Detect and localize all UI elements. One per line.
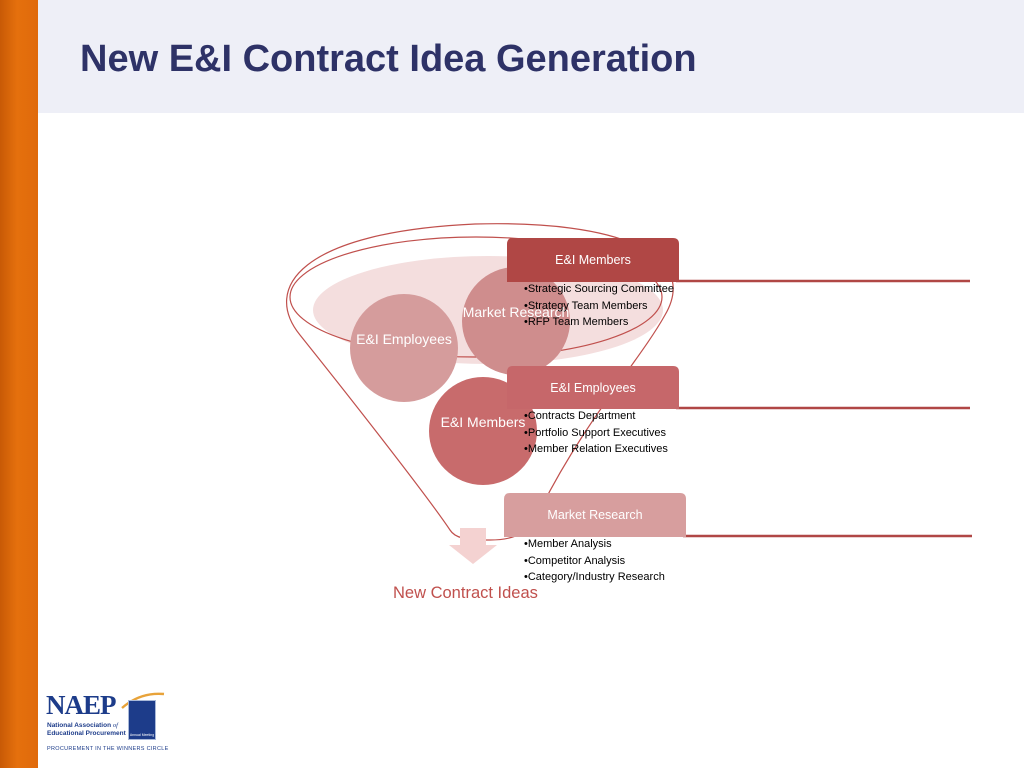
header-box-members [507,238,679,282]
circle-employees [350,294,458,402]
list-item: RFP Team Members [524,314,674,331]
logo-subtitle-of: of [112,722,118,729]
list-item: Strategic Sourcing Committee [524,281,674,298]
logo-subtitle: National Association of Educational Proc… [47,722,127,737]
down-arrow-icon [449,528,497,564]
logo-subtitle-line1: National Association [47,722,112,729]
category-list-employees: Contracts Department Portfolio Support E… [524,408,668,458]
header-box-market [504,493,686,537]
category-list-market-research: Member Analysis Competitor Analysis Cate… [524,536,665,586]
list-item: Member Analysis [524,536,665,553]
swoosh-icon [121,692,165,709]
list-item: Contracts Department [524,408,668,425]
naep-logo: NAEP Annual Meeting National Association… [46,690,169,756]
circle-label-members: E&I Members [440,414,526,430]
logo-badge: Annual Meeting [128,700,156,740]
list-item: Member Relation Executives [524,441,668,458]
list-item: Category/Industry Research [524,569,665,586]
category-header-market-research: Market Research [547,508,643,522]
logo-tagline: PROCUREMENT IN THE WINNERS CIRCLE [47,746,169,752]
header-box-employees [507,366,679,409]
sidebar-accent-stripe [0,0,38,768]
list-item: Portfolio Support Executives [524,425,668,442]
logo-badge-text: Annual Meeting [129,733,155,737]
category-list-members: Strategic Sourcing Committee Strategy Te… [524,281,674,331]
title-band [38,0,1024,113]
slide-title: New E&I Contract Idea Generation [80,38,697,80]
list-item: Competitor Analysis [524,553,665,570]
category-header-members: E&I Members [555,253,631,267]
logo-subtitle-line2: Educational Procurement [47,729,126,737]
circle-label-employees: E&I Employees [356,331,452,347]
list-item: Strategy Team Members [524,298,674,315]
category-header-employees: E&I Employees [550,381,636,395]
logo-wordmark: NAEP [46,690,116,720]
output-label: New Contract Ideas [393,584,538,602]
